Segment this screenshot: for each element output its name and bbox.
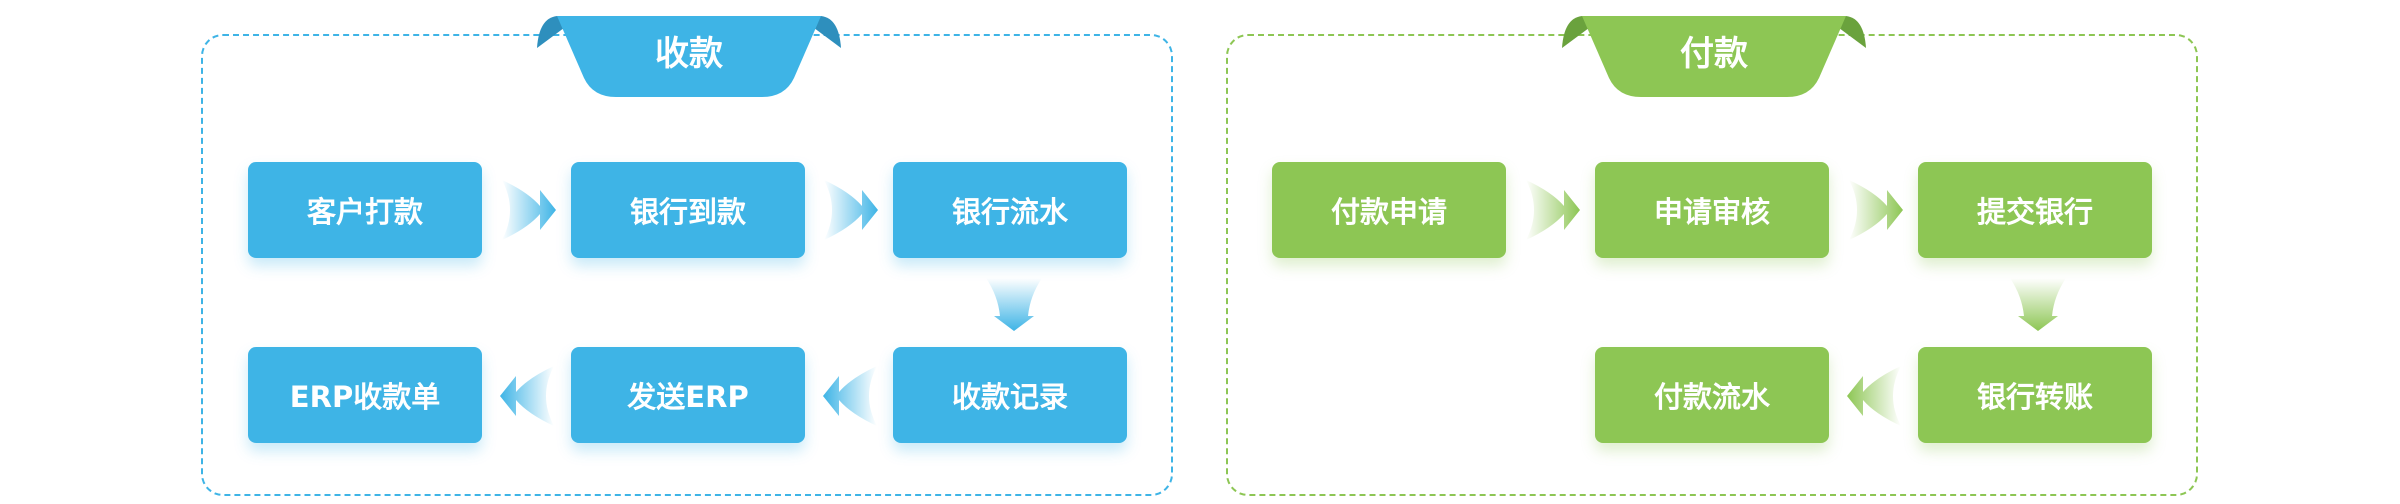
- step-receipt-record: 收款记录: [893, 347, 1127, 443]
- arrow-down-icon: [986, 278, 1042, 331]
- receive-tab: 收款: [537, 16, 841, 98]
- step-bank-receipt: 银行到款: [571, 162, 805, 258]
- ribbon-shape: [1562, 16, 1866, 97]
- step-bank-transfer: 银行转账: [1918, 347, 2152, 443]
- step-payment-request: 付款申请: [1272, 162, 1506, 258]
- arrow-right-icon: [1526, 180, 1580, 240]
- step-send-erp: 发送ERP: [571, 347, 805, 443]
- pay-tab: 付款: [1562, 16, 1866, 98]
- ribbon-shape: [537, 16, 841, 97]
- step-bank-statement: 银行流水: [893, 162, 1127, 258]
- pay-title: 付款: [1680, 34, 1748, 74]
- receive-title: 收款: [655, 34, 723, 74]
- arrow-left-icon: [823, 366, 877, 426]
- step-customer-payment: 客户打款: [248, 162, 482, 258]
- arrow-right-icon: [1849, 180, 1903, 240]
- step-request-review: 申请审核: [1595, 162, 1829, 258]
- arrow-left-icon: [500, 366, 554, 426]
- arrow-down-icon: [2010, 278, 2066, 331]
- step-payment-statement: 付款流水: [1595, 347, 1829, 443]
- arrow-right-icon: [502, 180, 556, 240]
- arrow-right-icon: [824, 180, 878, 240]
- step-erp-receipt: ERP收款单: [248, 347, 482, 443]
- step-submit-bank: 提交银行: [1918, 162, 2152, 258]
- arrow-left-icon: [1847, 366, 1901, 426]
